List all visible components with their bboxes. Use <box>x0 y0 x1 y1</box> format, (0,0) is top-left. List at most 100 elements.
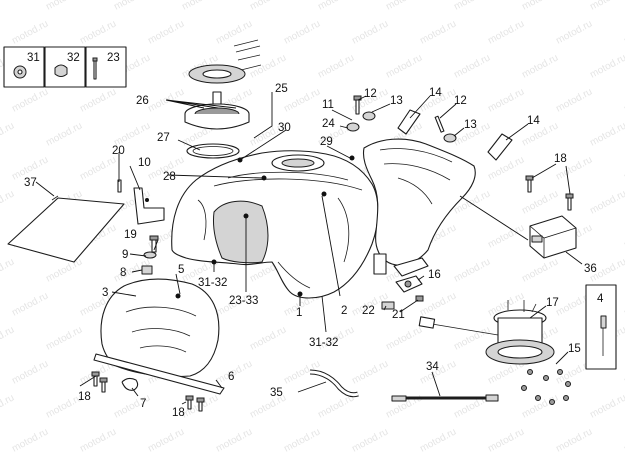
bracket-14-left <box>397 109 421 135</box>
rubber-mat <box>7 195 125 263</box>
fuel-line-34 <box>391 394 499 402</box>
watermark-text: motod.ru <box>588 52 625 80</box>
callout-21: 21 <box>392 309 405 321</box>
watermark-text: motod.ru <box>350 18 390 46</box>
callout-17: 17 <box>546 297 559 309</box>
bolt-21 <box>415 295 424 302</box>
watermark-text: motod.ru <box>282 426 322 454</box>
bracket-14-right <box>487 133 513 161</box>
watermark-text: motod.ru <box>0 256 16 284</box>
callout-37: 37 <box>24 177 37 189</box>
watermark-text: motod.ru <box>588 392 625 420</box>
fuel-cap-assembly <box>184 39 262 130</box>
leader-lines <box>35 92 583 405</box>
washer-24 <box>346 122 360 132</box>
callout-13-left: 13 <box>390 95 403 107</box>
washer-13-left <box>362 111 376 121</box>
callout-22: 22 <box>362 305 375 317</box>
trim-strip <box>93 353 225 395</box>
side-bracket <box>133 187 165 225</box>
callout-26: 26 <box>136 95 149 107</box>
watermark-text: motod.ru <box>10 290 50 318</box>
watermark-text: motod.ru <box>282 86 322 114</box>
inset-box-4: 4 <box>585 284 617 370</box>
callout-20: 20 <box>112 145 125 157</box>
callout-14-left: 14 <box>429 87 442 99</box>
watermark-text: motod.ru <box>214 426 254 454</box>
callout-15: 15 <box>568 343 581 355</box>
fuel-tank <box>171 150 379 299</box>
legend-box-32: 32 <box>44 46 86 88</box>
watermark-text: motod.ru <box>384 0 424 13</box>
watermark-text: motod.ru <box>10 426 50 454</box>
sensor-16 <box>395 275 423 293</box>
legend-box-23: 23 <box>85 46 127 88</box>
watermark-text: motod.ru <box>588 188 625 216</box>
watermark-text: motod.ru <box>554 18 594 46</box>
watermark-text: motod.ru <box>520 0 560 13</box>
inset-box-4-number: 4 <box>597 293 604 305</box>
watermark-text: motod.ru <box>10 358 50 386</box>
watermark-text: motod.ru <box>316 0 356 13</box>
hose-35 <box>309 369 359 398</box>
bolt-9 <box>143 251 157 259</box>
watermark-text: motod.ru <box>112 0 152 13</box>
watermark-text: motod.ru <box>0 392 16 420</box>
watermark-text: motod.ru <box>78 18 118 46</box>
tank-rear-cover <box>362 138 476 277</box>
watermark-text: motod.ru <box>350 358 390 386</box>
callout-23-33: 23-33 <box>229 295 258 307</box>
watermark-text: motod.ru <box>418 290 458 318</box>
callout-9: 9 <box>122 249 128 261</box>
watermark-text: motod.ru <box>248 324 288 352</box>
bolt-icon <box>92 57 98 80</box>
callout-12-left: 12 <box>364 88 377 100</box>
callout-6: 6 <box>228 371 234 383</box>
callout-16: 16 <box>428 269 441 281</box>
watermark-text: motod.ru <box>282 18 322 46</box>
bolts-18-bottom <box>185 395 205 412</box>
watermark-text: motod.ru <box>452 0 492 13</box>
watermark-text: motod.ru <box>10 86 50 114</box>
watermark-text: motod.ru <box>44 324 84 352</box>
callout-labels: 37 10 20 28 27 26 25 30 29 19 9 8 5 3 31… <box>24 83 597 419</box>
callout-29: 29 <box>320 136 333 148</box>
washer-13-right <box>443 133 457 143</box>
callout-7: 7 <box>140 398 146 410</box>
watermark-text: motod.ru <box>588 0 625 13</box>
watermark-text: motod.ru <box>486 426 526 454</box>
watermark-text: motod.ru <box>452 52 492 80</box>
callout-35: 35 <box>270 387 283 399</box>
watermark-text: motod.ru <box>384 324 424 352</box>
screw-20 <box>117 179 122 193</box>
callout-13-right: 13 <box>464 119 477 131</box>
clamp <box>121 377 139 391</box>
connector-22 <box>381 301 395 310</box>
watermark-text: motod.ru <box>486 86 526 114</box>
callout-11: 11 <box>322 99 334 111</box>
callout-28: 28 <box>163 171 176 183</box>
callout-27: 27 <box>157 132 170 144</box>
pump-screws-15 <box>521 369 571 405</box>
grommet-icon <box>54 64 68 77</box>
watermark-text: motod.ru <box>520 52 560 80</box>
callout-5: 5 <box>178 264 184 276</box>
watermark-text: motod.ru <box>78 154 118 182</box>
nut-icon <box>13 65 27 79</box>
watermark-text: motod.ru <box>486 222 526 250</box>
legend-box-31: 31 <box>3 46 45 88</box>
callout-36: 36 <box>584 263 597 275</box>
watermark-text: motod.ru <box>44 256 84 284</box>
watermark-text: motod.ru <box>180 0 220 13</box>
callout-34: 34 <box>426 361 439 373</box>
watermark-text: motod.ru <box>78 86 118 114</box>
watermark-text: motod.ru <box>316 52 356 80</box>
callout-25: 25 <box>275 83 288 95</box>
callout-12-right: 12 <box>454 95 467 107</box>
callout-31-32-bottom: 31-32 <box>309 337 338 349</box>
watermark-text: motod.ru <box>418 426 458 454</box>
watermark-text: motod.ru <box>44 120 84 148</box>
bolt-12-right <box>434 115 445 133</box>
watermark-text: motod.ru <box>554 426 594 454</box>
